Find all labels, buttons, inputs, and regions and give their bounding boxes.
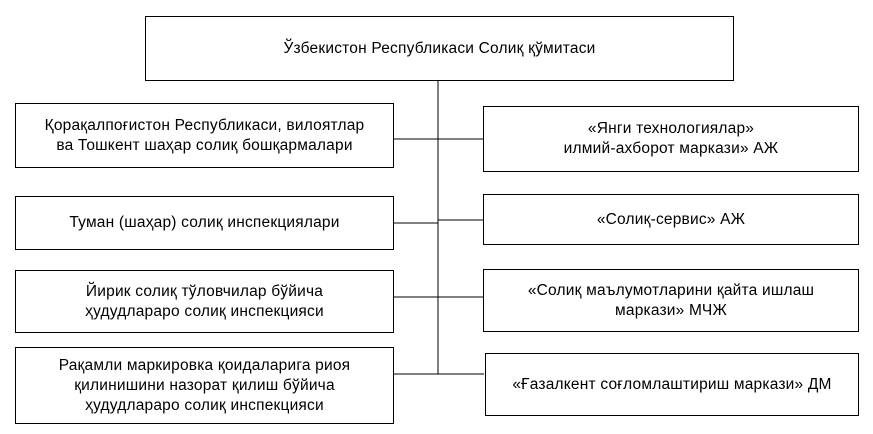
left-node-2-line-1: Туман (шаҳар) солиқ инспекциялари — [69, 214, 340, 231]
right-node-4-line-1: «Ғазалкент соғломлаштириш маркази» ДМ — [512, 375, 832, 393]
right-node-new-technologies-center: «Янги технологиялар» илмий-ахборот марка… — [483, 106, 859, 172]
left-node-3-line-1: Йирик солиқ тўловчилар бўйича — [85, 282, 324, 300]
right-node-3-line-1: «Солиқ маълумотларини қайта ишлаш — [527, 281, 815, 299]
right-node-1-line-1: «Янги технологиялар» — [587, 120, 755, 137]
right-node-3-line-2: маркази» МЧЖ — [615, 301, 727, 319]
left-node-large-taxpayers-inspection: Йирик солиқ тўловчилар бўйича ҳудудларар… — [15, 270, 394, 333]
left-node-3-line-2: ҳудудлараро солиқ инспекцияси — [85, 302, 324, 320]
left-node-regional-tax-administrations: Қорақалпоғистон Республикаси, вилоятлар … — [15, 103, 394, 168]
right-node-2-line-1: «Солиқ-сервис» АЖ — [596, 210, 746, 228]
root-node-line-1: Ўзбекистон Республикаси Солиқ қўмитаси — [283, 39, 596, 57]
right-node-gazalkent-health-center: «Ғазалкент соғломлаштириш маркази» ДМ — [485, 353, 859, 416]
left-node-1-line-2: ва Тошкент шаҳар солиқ бошқармалари — [56, 136, 353, 154]
root-node: Ўзбекистон Республикаси Солиқ қўмитаси — [145, 16, 734, 81]
left-node-digital-marking-inspection: Рақамли маркировка қоидаларига риоя қили… — [15, 347, 394, 424]
left-node-1-line-1: Қорақалпоғистон Республикаси, вилоятлар — [44, 116, 365, 134]
right-node-1-line-2: илмий-ахборот маркази» АЖ — [563, 140, 779, 157]
left-node-district-tax-inspections: Туман (шаҳар) солиқ инспекциялари — [15, 196, 394, 250]
left-node-4-line-3: ҳудудлараро солиқ инспекцияси — [85, 396, 324, 414]
right-node-tax-data-processing-center: «Солиқ маълумотларини қайта ишлаш марказ… — [483, 269, 859, 332]
left-node-4-line-2: қилинишини назорат қилиш бўйича — [74, 376, 335, 394]
left-node-4-line-1: Рақамли маркировка қоидаларига риоя — [58, 356, 351, 374]
right-node-soliq-servis: «Солиқ-сервис» АЖ — [483, 194, 859, 245]
